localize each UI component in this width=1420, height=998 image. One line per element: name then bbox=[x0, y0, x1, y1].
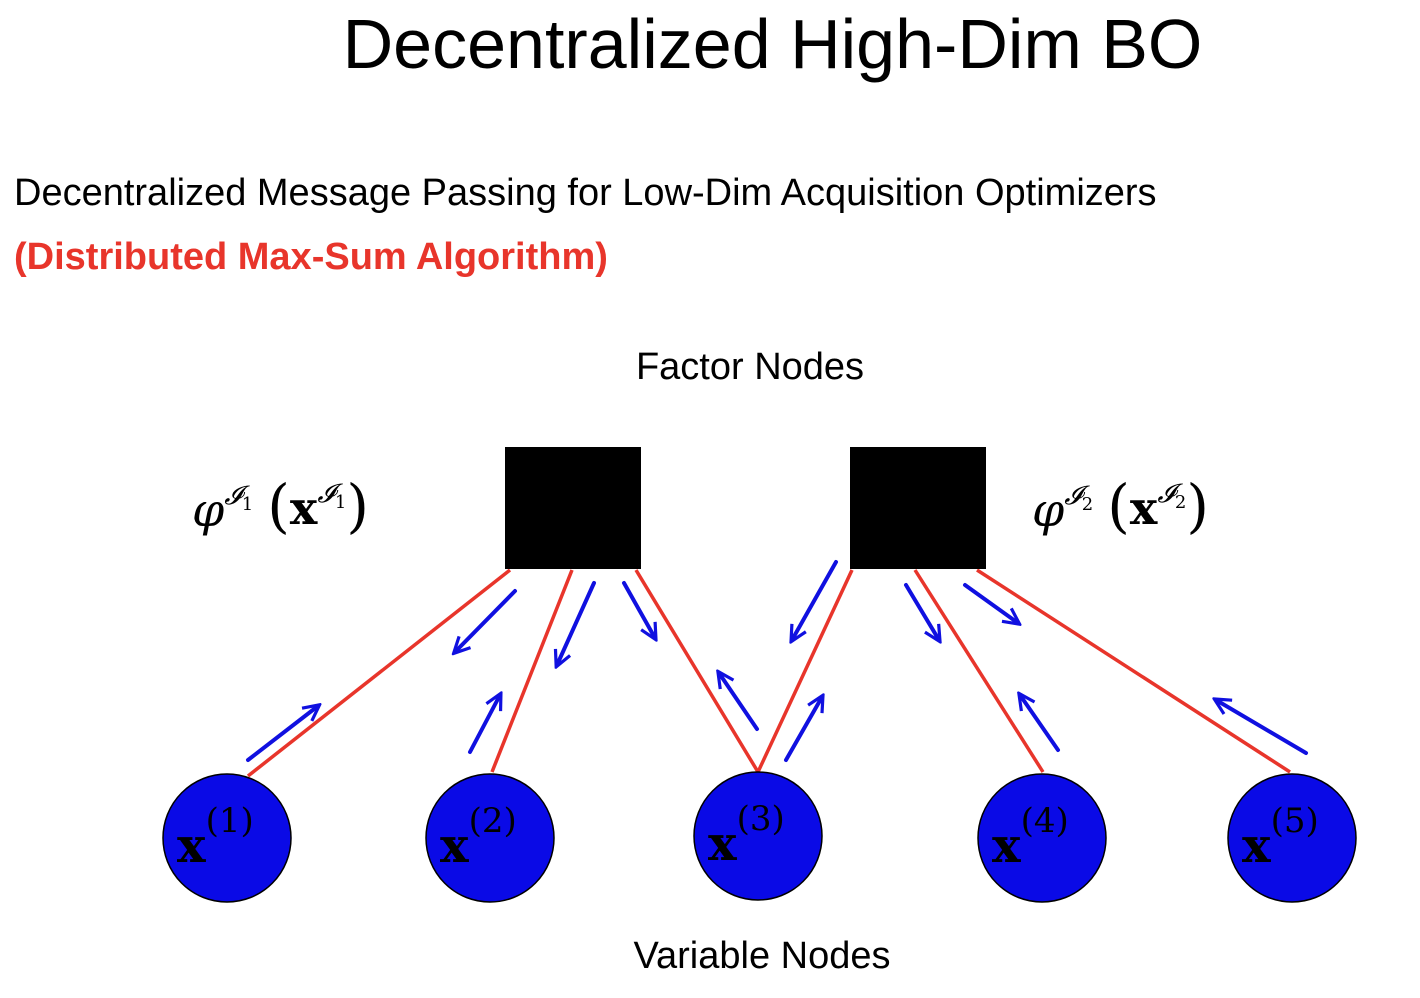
variable-label-v1: x(1) bbox=[177, 801, 254, 874]
edge-f1-v3 bbox=[634, 569, 760, 773]
message-arrow-7 bbox=[246, 706, 318, 762]
variable-label-v5: x(5) bbox=[1242, 801, 1319, 874]
message-arrow-3 bbox=[622, 581, 655, 638]
variable-node-v1 bbox=[162, 773, 292, 903]
subtitle: Decentralized Message Passing for Low-Di… bbox=[14, 172, 1157, 214]
variable-label-v3: x(3) bbox=[708, 799, 785, 872]
factor-node-f2 bbox=[850, 447, 986, 569]
message-arrow-10 bbox=[784, 697, 822, 762]
subtitle-highlight: (Distributed Max-Sum Algorithm) bbox=[14, 236, 608, 278]
factor-label-f1: φ𝓘1(x𝓘1) bbox=[192, 472, 369, 540]
edge-f2-v3 bbox=[756, 569, 854, 773]
factor-node-f1 bbox=[505, 447, 641, 569]
message-arrow-2 bbox=[557, 581, 596, 665]
variable-nodes-label: Variable Nodes bbox=[633, 935, 891, 977]
slide-title: Decentralized High-Dim BO bbox=[342, 5, 1203, 83]
message-arrow-8 bbox=[468, 695, 500, 754]
variable-node-v2 bbox=[425, 773, 555, 903]
edge-f1-v1 bbox=[246, 568, 512, 778]
message-arrow-9 bbox=[719, 673, 759, 731]
variable-node-v5 bbox=[1227, 773, 1357, 903]
edge-f1-v2 bbox=[490, 569, 574, 773]
message-arrow-1 bbox=[455, 589, 517, 652]
factor-nodes-label: Factor Nodes bbox=[635, 346, 865, 388]
variable-node-v4 bbox=[977, 773, 1107, 903]
edge-f2-v5 bbox=[976, 568, 1291, 774]
variable-node-v3 bbox=[693, 771, 823, 901]
message-arrow-6 bbox=[963, 583, 1018, 623]
edge-f2-v4 bbox=[913, 569, 1045, 773]
message-arrow-4 bbox=[792, 560, 838, 640]
variable-label-v2: x(2) bbox=[440, 801, 517, 874]
factor-label-f2: φ𝓘2(x𝓘2) bbox=[1032, 472, 1209, 540]
variable-label-v4: x(4) bbox=[992, 801, 1069, 874]
message-arrow-12 bbox=[1216, 700, 1308, 755]
message-arrow-11 bbox=[1020, 695, 1060, 752]
message-arrow-5 bbox=[904, 583, 939, 640]
